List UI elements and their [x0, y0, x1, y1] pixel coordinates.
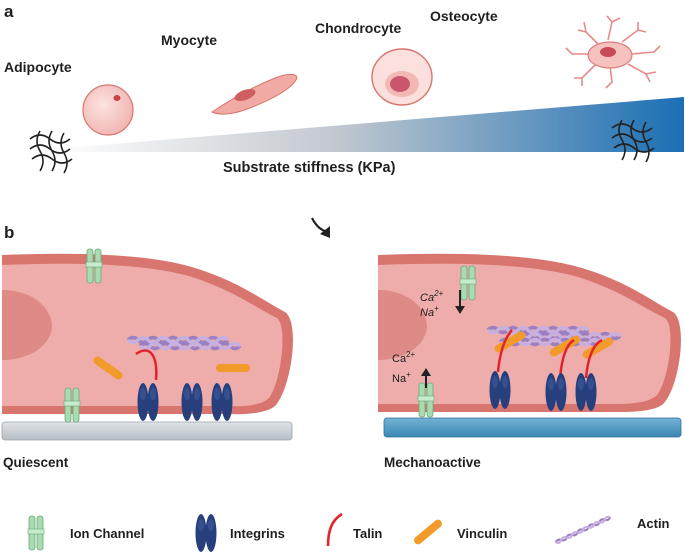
stiffness-axis-label: Substrate stiffness (KPa): [223, 160, 396, 176]
quiescent-talin-icon: [135, 349, 158, 381]
chondrocyte-cell-icon: [371, 48, 433, 106]
panel-a-label: a: [4, 2, 14, 21]
legend-actin-icon: [554, 514, 612, 545]
legend-vinculin-icon: [412, 518, 444, 546]
legend-ion-channel-label: Ion Channel: [70, 526, 144, 541]
influx-arrow-top-icon: [455, 290, 465, 314]
mechanoactive-talin-icons: [496, 329, 603, 379]
bottom-sodium-label: Na+: [392, 370, 411, 385]
myocyte-label: Myocyte: [161, 32, 217, 48]
osteocyte-cell-icon: [565, 15, 661, 89]
panel-b-label: b: [4, 223, 14, 242]
mechanoactive-nucleus: [378, 290, 427, 360]
quiescent-label: Quiescent: [3, 455, 69, 470]
legend-actin-label: Actin: [637, 516, 670, 531]
myocyte-cell-icon: [211, 73, 298, 115]
soft-mesh-icon: [29, 130, 73, 174]
legend-integrins-label: Integrins: [230, 526, 285, 541]
osteocyte-label: Osteocyte: [430, 8, 498, 24]
top-calcium-label: Ca2+: [420, 289, 444, 304]
mechanoactive-label: Mechanoactive: [384, 455, 481, 470]
quiescent-vinculin-2-icon: [216, 364, 250, 372]
chondrocyte-label: Chondrocyte: [315, 20, 402, 36]
legend-ion-channel-icon: [27, 515, 45, 551]
bottom-calcium-label: Ca2+: [392, 350, 416, 365]
mechanoactive-substrate: [383, 417, 682, 438]
legend-talin-label: Talin: [353, 526, 382, 541]
stiffness-gradient-wedge: [52, 97, 684, 152]
quiescent-actin-icon: [126, 335, 242, 351]
quiescent-substrate: [1, 421, 293, 441]
efflux-arrow-bottom-icon: [421, 368, 431, 388]
quiescent-cell: [2, 253, 293, 415]
adipocyte-cell-icon: [82, 84, 134, 136]
legend-talin-icon: [326, 512, 343, 547]
legend-integrin-icon: [195, 514, 217, 552]
adipocyte-label: Adipocyte: [4, 59, 72, 75]
quiescent-nucleus: [2, 290, 52, 360]
legend: Ion Channel Integrins Talin Vinculin Act…: [27, 512, 670, 552]
legend-vinculin-label: Vinculin: [457, 526, 507, 541]
top-sodium-label: Na+: [420, 304, 439, 319]
transition-arrow-head-icon: [320, 226, 330, 238]
